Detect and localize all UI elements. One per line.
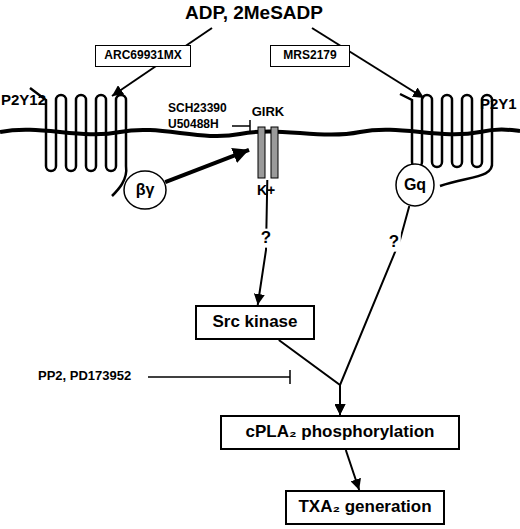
- ligand-label: ADP, 2MeSADP: [185, 3, 323, 24]
- process-box: Src kinase: [195, 305, 315, 340]
- edge-label: ?: [259, 229, 273, 248]
- inhibitor-label: U50488H: [168, 118, 219, 131]
- channel-subunit: [258, 127, 265, 178]
- g-protein-subunit: Gq: [395, 163, 435, 207]
- node-text: Gq: [404, 176, 426, 194]
- edge-label: ?: [387, 233, 401, 252]
- process-box: cPLA₂ phosphorylation: [220, 415, 460, 450]
- channel-subunit: [271, 127, 278, 178]
- ellipse-shape: [124, 171, 166, 209]
- inhibitor-label: PP2, PD173952: [38, 369, 131, 383]
- connector-arrow: [340, 206, 409, 415]
- receptor-label: P2Y1: [480, 96, 517, 113]
- inhibition-bar: [249, 120, 251, 132]
- node-text: GIRK: [252, 105, 285, 119]
- connector-arrow: [165, 150, 249, 182]
- connector-arrow: [279, 340, 340, 415]
- node-text: cPLA₂ phosphorylation: [246, 423, 435, 442]
- ion-label: K+: [257, 183, 275, 198]
- node-text: MRS2179: [283, 49, 336, 62]
- inhibition-bar: [289, 370, 291, 384]
- node-text: βγ: [136, 181, 155, 199]
- process-box: TXA₂ generation: [285, 490, 445, 525]
- inhibition-line: [232, 125, 250, 127]
- receptor-label: P2Y12: [1, 92, 46, 109]
- node-text: ARC69931MX: [104, 49, 181, 62]
- inhibition-line: [148, 376, 290, 378]
- node-text: TXA₂ generation: [298, 498, 431, 517]
- connector-arrow: [346, 450, 359, 490]
- girk-channel: GIRK: [249, 105, 287, 180]
- antagonist-box: MRS2179: [270, 45, 350, 67]
- node-text: Src kinase: [212, 313, 297, 332]
- g-protein-subunit: βγ: [123, 170, 167, 210]
- antagonist-box: ARC69931MX: [95, 45, 191, 67]
- ellipse-shape: [396, 164, 434, 206]
- inhibitor-label: SCH23390: [168, 102, 227, 115]
